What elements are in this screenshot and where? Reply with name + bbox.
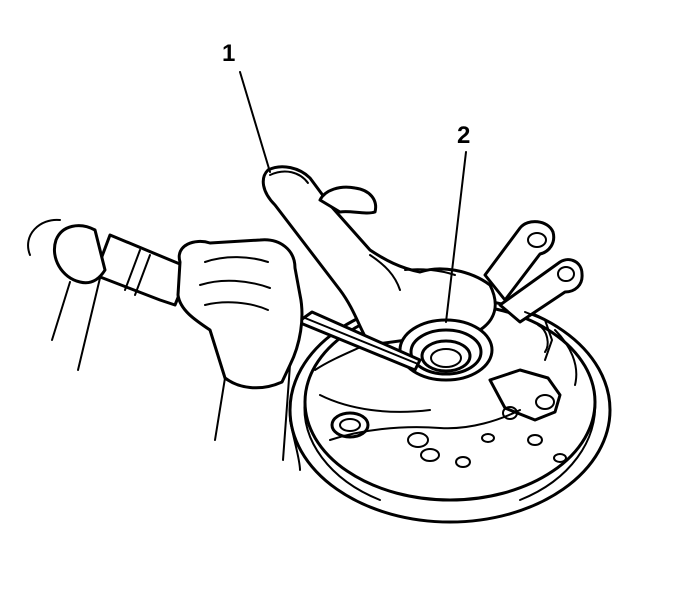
seal-remover-tool — [27, 218, 422, 372]
adjuster-lever — [483, 220, 584, 422]
callout-label-1: 1 — [222, 40, 236, 67]
hand — [176, 238, 304, 461]
leader-line-1 — [239, 71, 271, 173]
axle-flange — [261, 165, 497, 347]
leader-line-2 — [445, 151, 467, 323]
callout-label-2: 2 — [457, 122, 471, 149]
axle-seal — [398, 318, 494, 382]
plate-holes — [314, 344, 567, 468]
